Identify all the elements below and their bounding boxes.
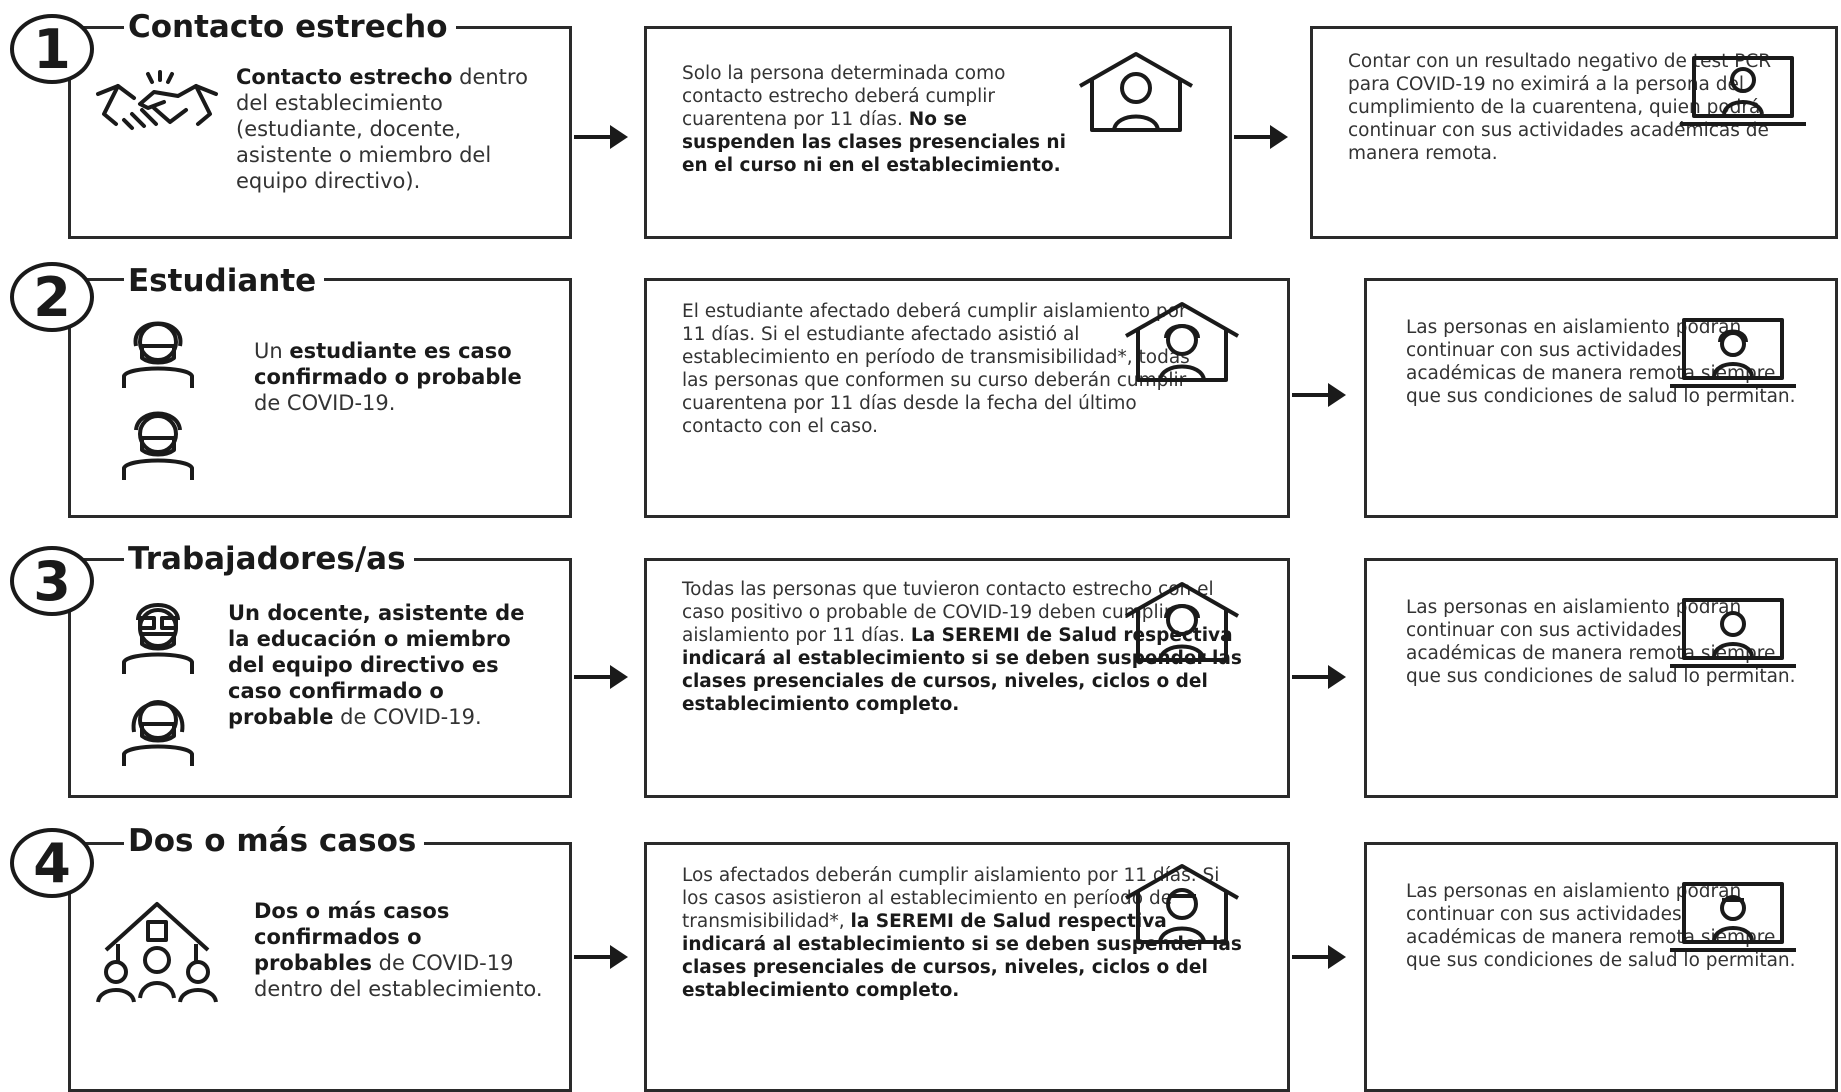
row2-mid-box [644, 278, 1290, 518]
row1-mid-text: Solo la persona determinada como contact… [682, 62, 1082, 177]
row4-lead-text: Dos o más casos confirmados o probables … [254, 898, 544, 1002]
row3-arrow-2 [1292, 662, 1348, 692]
school-group-icon [92, 900, 222, 1004]
row4-arrow-1 [574, 942, 630, 972]
row2-mid-text: El estudiante afectado deberá cumplir ai… [682, 300, 1194, 438]
row2-lead-text: Un estudiante es caso confirmado o proba… [254, 338, 534, 416]
student-masked-icon [116, 398, 200, 482]
row1-right-box [1310, 26, 1838, 239]
worker-masked-icon [116, 592, 200, 676]
row3-arrow-1 [574, 662, 630, 692]
row2-arrow [1292, 380, 1348, 410]
worker-masked-icon [116, 684, 200, 768]
person-on-laptop-icon [1678, 54, 1808, 130]
step-number-2: 2 [10, 262, 94, 332]
row1-right-text: Contar con un resultado negativo de test… [1348, 50, 1816, 165]
row4-lead-box [68, 842, 572, 1092]
row1-right-plain: Contar con un resultado negativo de test… [1348, 51, 1772, 164]
row4-mid-bold: la SEREMI de Salud respectiva indicará a… [682, 911, 1242, 1001]
row2-lead-plain-start: Un [254, 339, 290, 363]
row1-mid-plain: Solo la persona determinada como contact… [682, 63, 1006, 130]
row1-arrow-1 [574, 122, 630, 152]
row1-title: Contacto estrecho [124, 8, 456, 46]
row4-mid-plain: Los afectados deberán cumplir aislamient… [682, 865, 1220, 932]
row3-lead-box [68, 558, 572, 798]
row3-mid-plain: Todas las personas que tuvieron contacto… [682, 579, 1214, 646]
row1-arrow-2 [1234, 122, 1290, 152]
row3-mid-text: Todas las personas que tuvieron contacto… [682, 578, 1242, 716]
row3-lead-rest: de COVID-19. [333, 705, 482, 729]
row3-mid-bold: La SEREMI de Salud respectiva indicará a… [682, 625, 1242, 715]
step-number-1: 1 [10, 14, 94, 84]
row4-right-plain: Las personas en aislamiento podrán conti… [1406, 881, 1796, 971]
row3-lead-bold: Un docente, asistente de la educación o … [228, 601, 525, 729]
person-at-home-icon [1076, 50, 1196, 134]
person-at-home-icon [1122, 862, 1242, 946]
step-number-3: 3 [10, 546, 94, 616]
row3-title: Trabajadores/as [124, 540, 414, 578]
row2-lead-rest: de COVID-19. [254, 391, 396, 415]
person-at-home-icon [1122, 300, 1242, 384]
row4-arrow-2 [1292, 942, 1348, 972]
person-on-laptop-icon [1668, 596, 1798, 672]
row1-mid-box [644, 26, 1232, 239]
row4-title: Dos o más casos [124, 822, 425, 860]
row4-mid-text: Los afectados deberán cumplir aislamient… [682, 864, 1242, 1002]
person-on-laptop-icon [1668, 316, 1798, 392]
row4-right-text: Las personas en aislamiento podrán conti… [1406, 880, 1796, 972]
handshake-icon [94, 68, 220, 140]
person-on-laptop-icon [1668, 880, 1798, 956]
row1-mid-bold: No se suspenden las clases presenciales … [682, 109, 1066, 176]
row1-lead-text: Contacto estrecho dentro del establecimi… [236, 64, 536, 194]
row3-lead-text: Un docente, asistente de la educación o … [228, 600, 548, 730]
row4-lead-bold: Dos o más casos confirmados o probables [254, 899, 450, 975]
row2-mid-plain: El estudiante afectado deberá cumplir ai… [682, 301, 1190, 437]
person-at-home-icon [1122, 580, 1242, 664]
student-masked-icon [116, 306, 200, 390]
row2-lead-bold: estudiante es caso confirmado o probable [254, 339, 522, 389]
row1-lead-bold: Contacto estrecho [236, 65, 453, 89]
row2-title: Estudiante [124, 262, 325, 300]
row1-lead-rest: dentro del establecimiento (estudiante, … [236, 65, 528, 193]
row4-lead-rest: de COVID-19 dentro del establecimiento. [254, 951, 543, 1001]
row3-mid-box [644, 558, 1290, 798]
step-number-4: 4 [10, 828, 94, 898]
